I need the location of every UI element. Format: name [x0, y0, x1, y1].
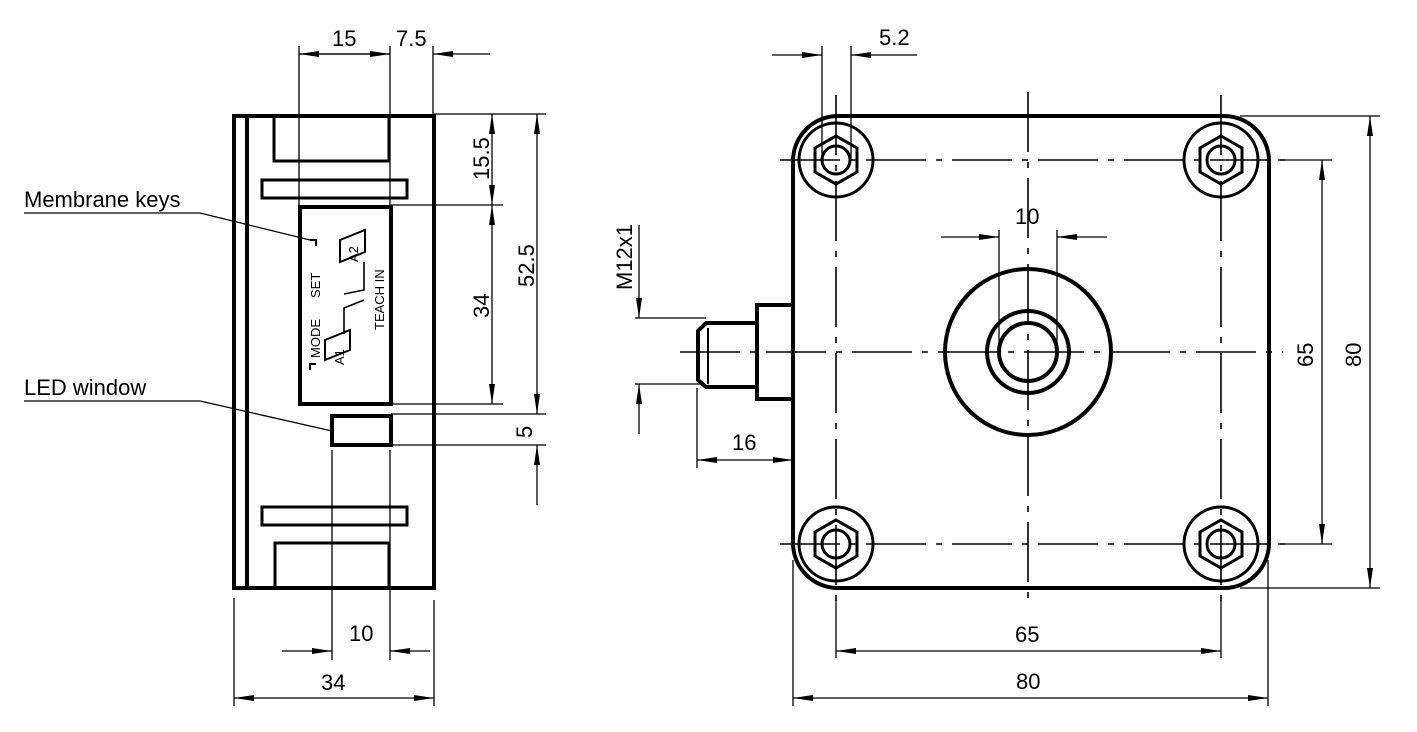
mounting-hole-br: [1182, 505, 1260, 583]
dim-15-5: 15.5: [469, 137, 494, 180]
membrane-keypad: [298, 205, 393, 406]
set-label: SET: [308, 273, 323, 298]
dim-10-bore: 10: [1015, 204, 1039, 229]
keypad-markings: A1 A2 MODE SET TEACH IN: [308, 228, 387, 370]
switch-line-upper: [343, 262, 365, 295]
connector-nut: [755, 303, 795, 401]
dim-15: 15: [332, 26, 356, 51]
key-a1-label: A1: [332, 349, 347, 365]
mode-label: MODE: [308, 319, 323, 358]
dim-34-keypad: 34: [469, 294, 494, 318]
dim-34-width: 34: [321, 670, 345, 695]
mounting-hole-tl: [797, 121, 875, 199]
dim-7-5: 7.5: [396, 26, 427, 51]
mode-bracket: [309, 363, 316, 370]
switch-line-lower: [343, 299, 365, 334]
front-view: M12x1 16 5.2 10 65 80: [612, 25, 1380, 706]
teach-in-label: TEACH IN: [372, 269, 387, 330]
membrane-keys-label: Membrane keys: [24, 187, 181, 212]
led-window: [330, 414, 393, 447]
led-window-leader: [199, 400, 333, 432]
bottom-slot: [260, 505, 409, 527]
dim-10-led: 10: [349, 621, 373, 646]
center-boss-mid: [985, 309, 1071, 395]
top-recess: [272, 116, 391, 163]
dim-16: 16: [732, 430, 756, 455]
led-window-label: LED window: [24, 375, 146, 400]
center-boss-outer: [943, 267, 1113, 437]
set-bracket: [310, 239, 317, 246]
dim-65-horizontal: 65: [1015, 622, 1039, 647]
dim-m12x1: M12x1: [612, 224, 637, 290]
dim-52-5: 52.5: [514, 244, 539, 287]
membrane-keys-leader: [199, 212, 311, 241]
dim-80-horizontal: 80: [1016, 669, 1040, 694]
dim-80-vertical: 80: [1341, 343, 1366, 367]
side-body-outline: [232, 114, 436, 590]
key-a1-frame: [324, 328, 351, 362]
top-slot: [260, 178, 409, 200]
connector-thread: [696, 321, 757, 389]
side-view: A1 A2 MODE SET TEACH IN Membrane keys LE…: [24, 26, 546, 706]
dim-5: 5: [512, 426, 537, 438]
key-a2-frame: [339, 228, 366, 264]
dim-65-vertical: 65: [1293, 343, 1318, 367]
mounting-hole-tr: [1182, 121, 1260, 199]
dim-5-2: 5.2: [879, 25, 910, 50]
mounting-hole-bl: [797, 505, 875, 583]
key-a2-label: A2: [346, 246, 361, 262]
